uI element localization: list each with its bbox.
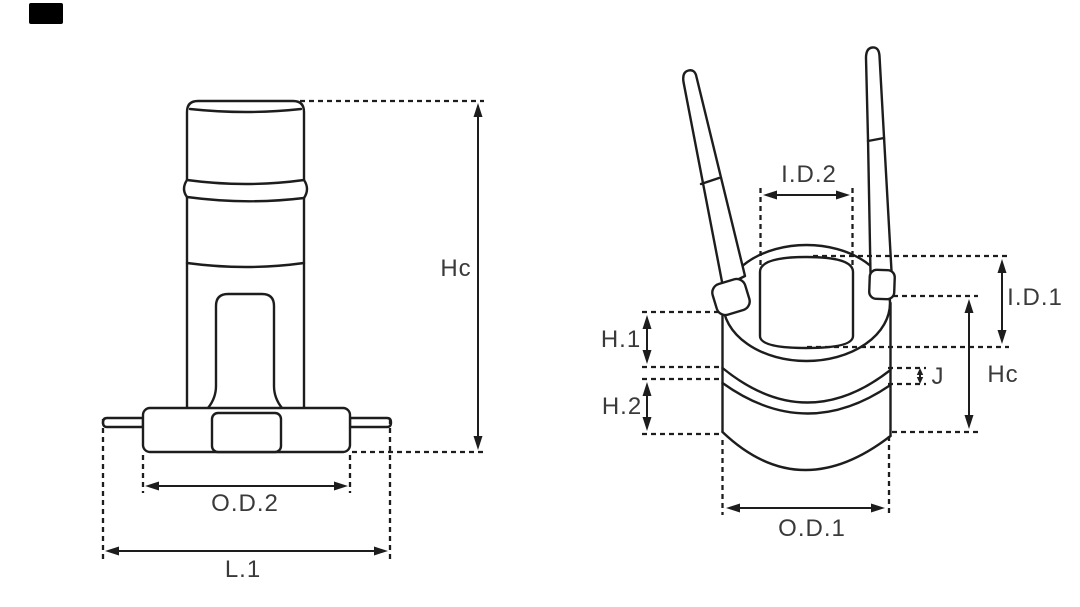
dimension-label-hc: Hc bbox=[987, 361, 1018, 388]
dimension-hc-perspective: Hc bbox=[892, 294, 1018, 434]
dimension-l1: L.1 bbox=[101, 419, 392, 583]
arrowhead-up bbox=[642, 382, 652, 396]
dimension-od1: O.D.1 bbox=[721, 436, 891, 542]
dimension-label-id1: I.D.1 bbox=[1007, 284, 1063, 311]
tab-right bbox=[348, 416, 393, 429]
arrowhead-right bbox=[374, 546, 388, 556]
body-section-line bbox=[185, 261, 306, 269]
groove-lower-line bbox=[721, 381, 892, 415]
flange-center-block bbox=[210, 411, 283, 454]
lead-wire-right bbox=[864, 46, 893, 275]
groove-bottom-line bbox=[185, 195, 306, 203]
dimension-label-h2: H.2 bbox=[602, 393, 642, 420]
arrowhead-left bbox=[763, 190, 777, 200]
arrowhead-up bbox=[473, 103, 483, 117]
dimension-h2: H.2 bbox=[602, 377, 722, 436]
dimension-label-od1: O.D.1 bbox=[778, 515, 846, 542]
top-cap-bottom-line bbox=[185, 178, 306, 186]
arrowhead-left bbox=[726, 503, 740, 513]
groove-upper-line bbox=[721, 366, 892, 404]
dimension-label-h1: H.1 bbox=[601, 326, 641, 353]
arrowhead-down bbox=[642, 417, 652, 431]
dimension-label-j: J bbox=[932, 363, 945, 390]
side-view-dimensions: Hc O.D.2 L.1 bbox=[101, 99, 484, 583]
arrowhead-up bbox=[964, 299, 974, 313]
arrowhead-up bbox=[642, 315, 652, 329]
groove-notch-right bbox=[302, 178, 309, 200]
lead-wire-right-joint bbox=[866, 136, 886, 143]
dimension-label-hc: Hc bbox=[440, 255, 471, 282]
dimension-od2: O.D.2 bbox=[141, 455, 352, 517]
arrowhead-right bbox=[334, 481, 348, 491]
arrowhead-up bbox=[997, 259, 1007, 273]
arrowhead-left bbox=[105, 546, 119, 556]
top-cap-inner-line bbox=[188, 107, 303, 114]
tab-left bbox=[101, 416, 145, 429]
bore-opening bbox=[758, 255, 855, 350]
arrowhead-up bbox=[916, 368, 924, 375]
dimension-id1: I.D.1 bbox=[807, 254, 1063, 349]
arrowhead-down bbox=[964, 415, 974, 429]
lead-terminal-left bbox=[711, 277, 751, 317]
arrowhead-down bbox=[473, 436, 483, 450]
arrowhead-down bbox=[916, 377, 924, 384]
top-cap-outline bbox=[185, 99, 306, 182]
ring-bottom-rim bbox=[721, 430, 892, 472]
arrowhead-right bbox=[836, 190, 850, 200]
perspective-view-dimensions: I.D.2 I.D.1 Hc bbox=[601, 161, 1063, 542]
arrowhead-left bbox=[145, 481, 159, 491]
lead-wire-left-joint bbox=[699, 176, 721, 186]
dimension-h1: H.1 bbox=[601, 310, 722, 369]
dimension-label-l1: L.1 bbox=[225, 556, 261, 583]
dimension-j: J bbox=[888, 363, 945, 390]
lead-terminal-right bbox=[868, 268, 896, 301]
dimension-label-id2: I.D.2 bbox=[781, 161, 837, 188]
side-view bbox=[101, 99, 393, 454]
arrowhead-down bbox=[997, 330, 1007, 344]
corner-mark bbox=[29, 3, 63, 24]
groove-notch-left bbox=[182, 178, 189, 199]
arrowhead-right bbox=[871, 503, 885, 513]
dimension-label-od2: O.D.2 bbox=[211, 490, 279, 517]
dimension-hc-side: Hc bbox=[300, 99, 484, 454]
slot-outline bbox=[206, 292, 284, 410]
body-fill bbox=[187, 101, 304, 410]
dimension-id2: I.D.2 bbox=[759, 161, 854, 268]
perspective-view bbox=[682, 46, 896, 472]
arrowhead-down bbox=[642, 350, 652, 364]
